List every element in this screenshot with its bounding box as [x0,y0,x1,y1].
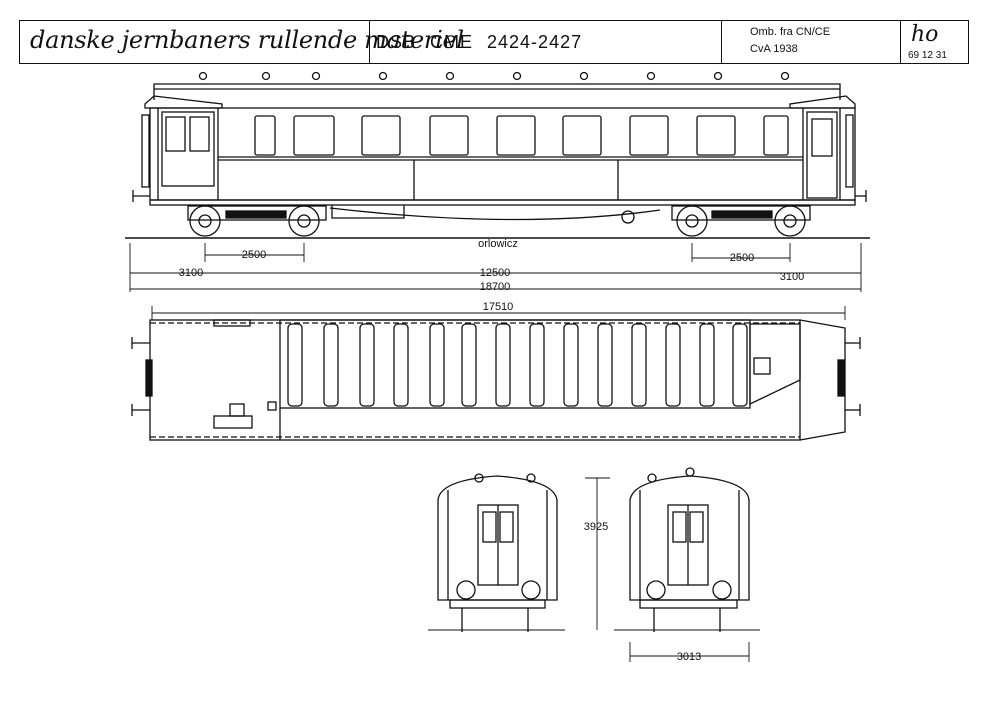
draughtsman-cell: ho 69 12 31 [901,21,968,63]
solebar [149,199,856,206]
series-title-cell: danske jernbaners rullende materiel [20,21,464,63]
toilet-compartment [749,323,801,406]
vestibule-doors [141,111,854,199]
operator: DSB [376,32,417,52]
dim-height: 3925 [584,521,608,533]
dim-length-over-buffers: 18700 [480,281,511,293]
end-view-left [437,473,558,632]
side-dimensions [129,243,862,292]
brake-cylinder [621,210,635,224]
class-code: CME [430,32,474,52]
side-elevation [125,71,870,239]
series-title: danske jernbaners rullende materiel [30,26,464,54]
plan-outline [149,319,801,441]
end-dimensions [428,477,760,662]
vehicle-code: DSB CME 2424-2427 [376,32,596,53]
end-view-right [629,467,750,632]
left-vestibule-hood [144,95,223,109]
draughtsman-initials: ho [911,22,939,47]
dim-body-length: 17510 [483,301,514,313]
dim-overhang-left: 3100 [179,267,203,279]
seat-rows [287,323,748,407]
builder-label: orlowicz [478,238,518,250]
vehicle-code-cell: DSB CME 2424-2427 [370,21,722,63]
origin-line-2: CvA 1938 [750,43,798,55]
side-windows [254,115,789,156]
bogie-right [671,205,811,237]
dim-bogie-centres: 12500 [480,267,511,279]
dim-overhang-right: 3100 [780,271,804,283]
title-block: danske jernbaners rullende materiel DSB C… [19,20,969,64]
plan-end-taper [799,319,846,441]
battery-box [331,205,405,219]
roof-outline [153,83,841,100]
drawing-date: 69 12 31 [908,50,947,61]
buffers [132,190,867,202]
origin-cell: Omb. fra CN/CE CvA 1938 [722,21,901,63]
plan-view [131,306,861,441]
bogie-left [187,205,327,237]
dim-width: 3013 [677,651,701,663]
origin-line-1: Omb. fra CN/CE [750,26,831,38]
dim-bogie-left: 2500 [242,249,266,261]
right-vestibule-hood [789,95,856,109]
dim-bogie-right: 2500 [730,252,754,264]
roof-vents [198,71,790,81]
plan-buffers [131,337,861,416]
vehicle-numbers: 2424-2427 [487,32,583,52]
stove [229,403,245,417]
